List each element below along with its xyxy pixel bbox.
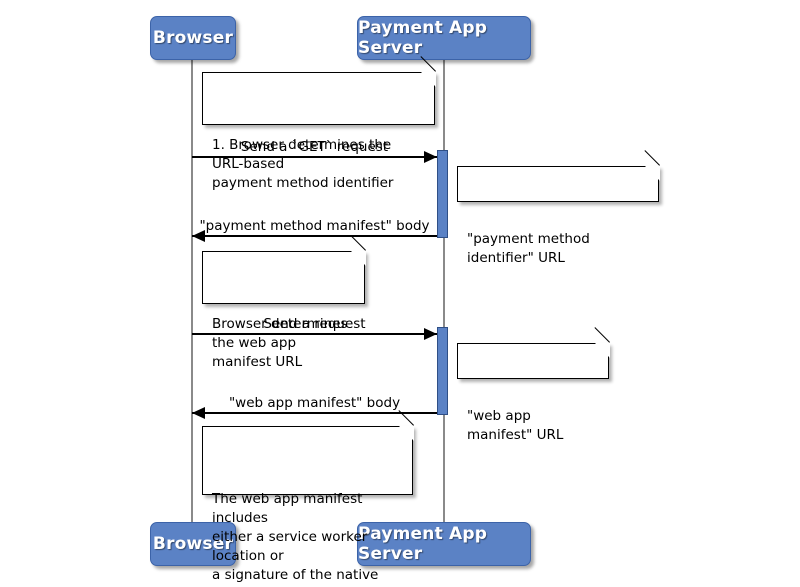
arrowhead-left-icon-1 [192,230,205,242]
note-fold-edge-icon [350,235,366,251]
message-line-send-a-request [192,333,437,335]
note-web-app-manifest-url: "web app manifest" URL [457,327,610,443]
arrowhead-right-icon-1 [424,151,437,163]
message-label-send-a-request: Send a request [192,316,437,332]
message-line-payment-method-manifest-body [192,235,437,237]
participant-payment-app-server-top-label: Payment App Server [358,18,488,58]
note-text: The web app manifest includes either a s… [212,491,379,587]
message-label-text: Send a request [263,316,366,332]
participant-payment-app-server-bottom[interactable]: Payment App Server [357,522,531,566]
note-text: Browser determines the web app manifest … [212,316,348,370]
note-payment-method-identifier-url: "payment method identifier" URL [457,150,660,266]
participant-browser-bottom-label: Browser [152,534,234,554]
message-label-send-get-request: Send a `GET` request [192,139,437,155]
lifeline-browser [191,59,193,522]
note-text: "payment method identifier" URL [467,231,590,266]
activation-bar-server-1 [437,150,448,238]
message-line-web-app-manifest-body [192,412,437,414]
note-fold-edge-icon [594,327,610,343]
message-label-text: Send a `GET` request [240,139,389,155]
participant-payment-app-server-top[interactable]: Payment App Server [357,16,531,60]
lifeline-payment-app-server [443,59,445,522]
note-fold-icon [644,165,660,181]
note-web-app-manifest-includes: The web app manifest includes either a s… [202,410,414,587]
note-text: 1. Browser determines the URL-based paym… [212,137,394,191]
message-line-send-get-request [192,156,437,158]
note-browser-determines-web-app-manifest-url: Browser determines the web app manifest … [202,235,366,370]
note-fold-icon [398,425,414,441]
note-fold-icon [350,250,366,266]
note-fold-icon [594,342,610,358]
activation-bar-server-2 [437,327,448,415]
participant-browser-top[interactable]: Browser [150,16,236,60]
participant-browser-bottom[interactable]: Browser [150,522,236,566]
arrowhead-right-icon-2 [424,328,437,340]
message-label-text: "payment method manifest" body [199,218,430,234]
message-label-text: "web app manifest" body [228,395,401,411]
arrowhead-left-icon-2 [192,407,205,419]
message-label-payment-method-manifest-body: "payment method manifest" body [192,218,437,234]
message-label-web-app-manifest-body: "web app manifest" body [192,395,437,411]
note-fold-icon [420,71,436,87]
participant-payment-app-server-bottom-label: Payment App Server [358,524,488,564]
note-browser-determines-identifier: 1. Browser determines the URL-based paym… [202,56,436,191]
participant-browser-top-label: Browser [152,28,234,48]
note-text: "web app manifest" URL [467,408,564,443]
note-fold-edge-icon [644,150,660,166]
